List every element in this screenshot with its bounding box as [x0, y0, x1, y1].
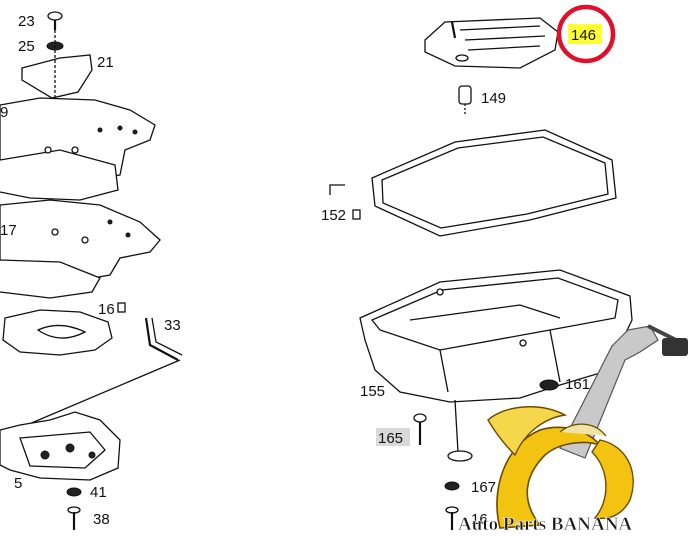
label-16-left: 16 [98, 301, 115, 318]
filter-146 [424, 17, 559, 69]
label-16-right: 16 [471, 511, 488, 528]
label-5: 5 [14, 475, 22, 492]
highlight-ring [556, 4, 616, 64]
reference-box-icon [117, 302, 126, 313]
watermark-text: Auto Parts BANANA [458, 514, 632, 535]
label-17: 17 [0, 222, 17, 239]
tube-33 [144, 317, 179, 361]
label-155: 155 [360, 383, 385, 400]
oil-pan-155 [359, 269, 633, 403]
label-165-box [376, 428, 410, 446]
label-152: 152 [321, 207, 346, 224]
highlight-fill [568, 24, 602, 44]
plate-middle [0, 149, 119, 201]
bolt-16-right [445, 506, 459, 530]
reference-box-icon [352, 209, 361, 220]
bolt-23 [47, 11, 63, 30]
label-21: 21 [97, 54, 114, 71]
label-41: 41 [90, 484, 107, 501]
label-146: 146 [571, 27, 596, 44]
label-165: 165 [378, 430, 403, 447]
valve-body-assembly: 23 25 21 9 17 16 33 5 41 38 [0, 11, 183, 530]
washer-41 [66, 487, 82, 497]
label-38: 38 [93, 511, 110, 528]
plug-167 [447, 450, 473, 462]
bolt-165 [413, 413, 427, 445]
label-161: 161 [565, 376, 590, 393]
label-149: 149 [481, 90, 506, 107]
label-33: 33 [164, 317, 181, 334]
washer-161 [539, 379, 559, 391]
gasket-152 [371, 129, 617, 237]
oil-pan-assembly: 146 149 152 155 161 [321, 4, 633, 530]
bolt-38 [67, 506, 81, 530]
label-25: 25 [18, 38, 35, 55]
grommet-149 [458, 85, 472, 116]
label-23: 23 [18, 13, 35, 30]
bracket-21 [21, 54, 93, 99]
watermark-logo: Auto Parts BANANA [458, 324, 688, 535]
label-9: 9 [0, 104, 8, 121]
label-167: 167 [471, 479, 496, 496]
